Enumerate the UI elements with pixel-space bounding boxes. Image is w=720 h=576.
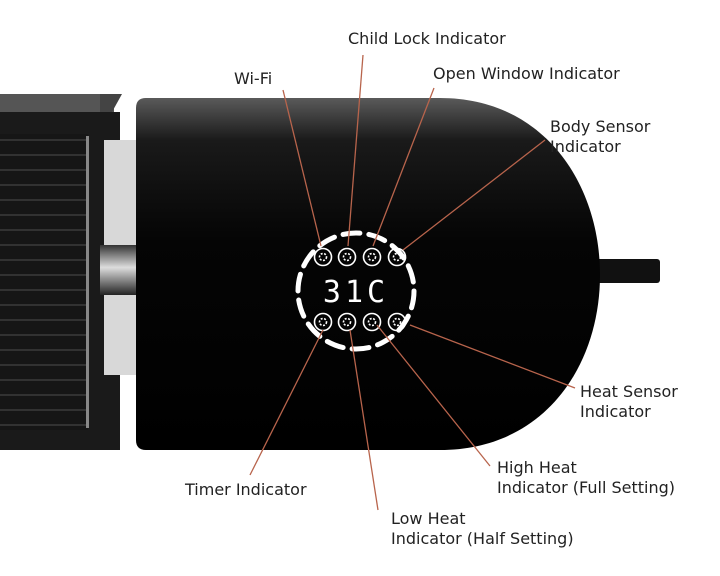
label-line: Heat Sensor [580, 382, 678, 401]
low-heat-icon [337, 312, 357, 332]
heat-sensor-icon-glyph [392, 317, 402, 327]
leader-child-lock [347, 54, 364, 247]
label-line: Indicator [580, 402, 651, 421]
label-line: Indicator (Half Setting) [391, 529, 574, 548]
leader-high-heat [376, 324, 491, 467]
label-line: Indicator [550, 137, 621, 156]
window-icon [362, 247, 382, 267]
leader-heat-sensor [409, 324, 576, 389]
window-icon-glyph [367, 252, 377, 262]
leader-lines [249, 54, 576, 511]
wifi-icon [313, 247, 333, 267]
control-display: 31C [295, 230, 417, 352]
label-open-window: Open Window Indicator [433, 64, 620, 83]
low-heat-icon-glyph [342, 317, 352, 327]
leader-timer [249, 329, 324, 476]
timer-icon-glyph [318, 317, 328, 327]
mounting-rod [596, 259, 660, 283]
label-line: Low Heat [391, 509, 466, 528]
body-sensor-icon [387, 247, 407, 267]
label-wifi: Wi-Fi [234, 69, 273, 88]
high-heat-icon [362, 312, 382, 332]
lock-icon [337, 247, 357, 267]
heater-body [136, 98, 600, 450]
heater-panel [0, 94, 138, 450]
leader-open-window [372, 87, 435, 247]
wifi-icon-glyph [318, 252, 328, 262]
leader-wifi [282, 89, 322, 247]
temperature-readout: 31C [323, 275, 389, 310]
label-line: Body Sensor [550, 117, 651, 136]
label-line: High Heat [497, 458, 577, 477]
leader-body-sensor [402, 139, 546, 251]
body-sensor-icon-glyph [392, 252, 402, 262]
heat-sensor-icon [387, 312, 407, 332]
lock-icon-glyph [342, 252, 352, 262]
high-heat-icon-glyph [367, 317, 377, 327]
label-line: Indicator (Full Setting) [497, 478, 676, 497]
label-child-lock: Child Lock Indicator [348, 29, 506, 48]
label-timer: Timer Indicator [185, 480, 307, 499]
leader-low-heat [349, 329, 379, 511]
